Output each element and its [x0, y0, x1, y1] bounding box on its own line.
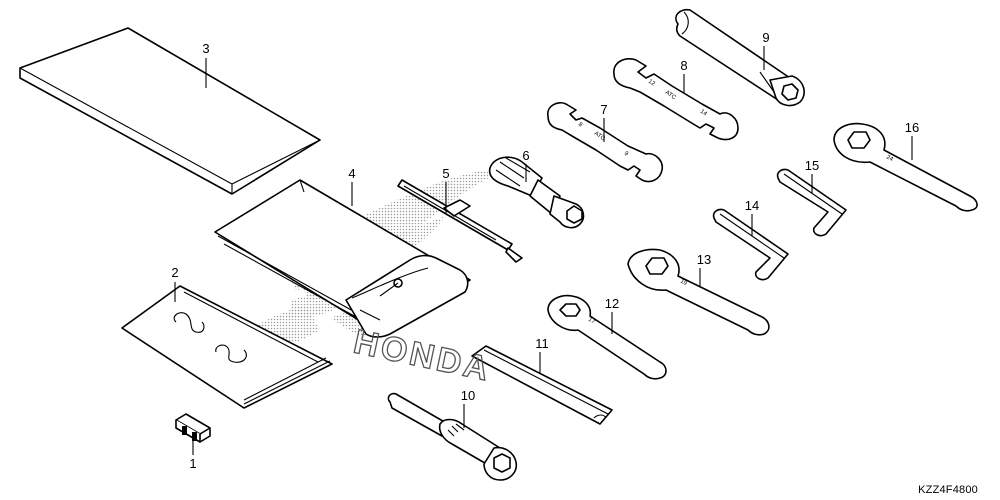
callout-5[interactable]: 5 [442, 166, 449, 181]
part-8-open-end-wrench: 12 ATC 14 [613, 58, 739, 141]
part-6-screwdriver-grip [488, 156, 585, 229]
callout-3[interactable]: 3 [202, 41, 209, 56]
part-2-bag [121, 285, 333, 409]
callout-16[interactable]: 16 [905, 120, 919, 135]
callout-2[interactable]: 2 [171, 265, 178, 280]
callout-15[interactable]: 15 [805, 158, 819, 173]
leader-lines [174, 46, 913, 455]
ring-wrench-16-size: 24 [885, 154, 894, 163]
part-10-socket-wrench [387, 392, 518, 481]
part-7-open-end-wrench: 8 ATC 9 [547, 101, 664, 183]
callout-13[interactable]: 13 [697, 252, 711, 267]
part-5-screwdriver-bit [397, 179, 523, 263]
wrench-7-size-b: 9 [623, 151, 630, 158]
wrench-8-size-a: 12 [647, 79, 656, 88]
part-12-ring-wrench: 17 [547, 294, 667, 380]
diagram-code: KZZ4F4800 [918, 484, 978, 496]
part-9-box-wrench [675, 8, 805, 107]
callout-11[interactable]: 11 [535, 336, 549, 351]
part-11-flat-bar [471, 345, 613, 425]
part-15-hex-key [776, 168, 847, 237]
callout-7[interactable]: 7 [600, 102, 607, 117]
wrench-7-size-a: 8 [577, 122, 584, 129]
part-1-fuse [175, 413, 211, 443]
ring-wrench-12-size: 17 [587, 317, 596, 326]
callout-14[interactable]: 14 [745, 198, 759, 213]
callout-12[interactable]: 12 [605, 296, 619, 311]
callout-9[interactable]: 9 [762, 30, 769, 45]
honda-watermark-text: HONDA [350, 323, 495, 389]
part-4-tool-bag [214, 179, 471, 338]
wrench-8-size-b: 14 [699, 109, 708, 118]
part-3-owners-manual [19, 27, 321, 195]
callout-numbers: 1 2 3 4 5 6 7 8 9 10 11 12 13 14 15 16 [171, 30, 919, 471]
callout-1[interactable]: 1 [189, 456, 196, 471]
wrench-7-brand: ATC [593, 131, 606, 143]
callout-8[interactable]: 8 [680, 58, 687, 73]
part-13-ring-wrench: 19 [627, 248, 770, 336]
wrench-8-brand: ATC [664, 90, 677, 102]
callout-4[interactable]: 4 [348, 166, 355, 181]
callout-6[interactable]: 6 [522, 148, 529, 163]
callout-10[interactable]: 10 [461, 388, 475, 403]
part-14-hex-key [712, 208, 789, 281]
part-16-ring-wrench: 24 [833, 122, 978, 212]
ring-wrench-13-size: 19 [679, 279, 688, 288]
